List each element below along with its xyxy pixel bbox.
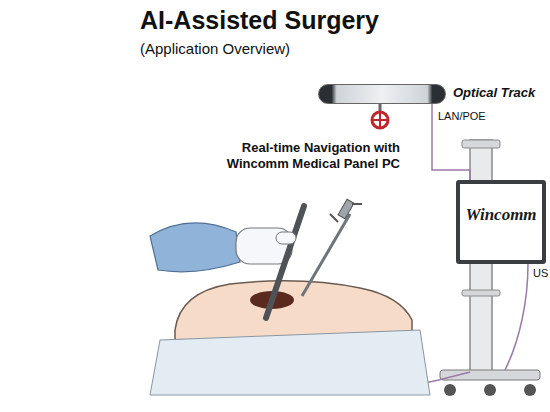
surgeon-arm-part [150, 223, 240, 272]
endoscope-part [338, 199, 354, 219]
surgical-cart-part [444, 384, 456, 396]
surgical-cart-part [484, 384, 496, 396]
surgical-cart-part [462, 140, 500, 148]
endoscope [302, 199, 362, 296]
usb-cable [505, 264, 528, 370]
tracker-label: Optical Track [453, 85, 535, 100]
optical-tracker: Optical Track [318, 84, 446, 104]
surgical-cart-part [440, 370, 540, 380]
surgeon-arm-part [276, 232, 296, 244]
tracker-handle [372, 104, 388, 128]
patient-body-part [175, 281, 412, 340]
endoscope-part [352, 203, 362, 205]
panel-pc-monitor: Wincomm [456, 180, 546, 264]
endoscope-part [330, 214, 338, 222]
tracker-handle-part [379, 112, 381, 128]
port-label: US [533, 267, 548, 281]
patient-body [150, 281, 430, 395]
navigation-caption: Real-time Navigation with Wincomm Medica… [196, 140, 400, 173]
surgical-cart-part [462, 290, 500, 296]
surgeon-arm [150, 206, 304, 318]
cable-label: LAN/POE [437, 110, 487, 122]
patient-body-part [150, 330, 430, 395]
subtitle: (Application Overview) [140, 40, 290, 59]
surgical-cart [440, 140, 540, 396]
tracker-handle-part [372, 112, 388, 128]
surgeon-arm-part [266, 206, 304, 318]
endoscope-part [302, 214, 350, 296]
surgical-cart-part [524, 384, 536, 396]
usb-cable-part [505, 264, 528, 370]
title: AI-Assisted Surgery [140, 6, 379, 35]
logo-text: Wincomm [465, 205, 536, 225]
